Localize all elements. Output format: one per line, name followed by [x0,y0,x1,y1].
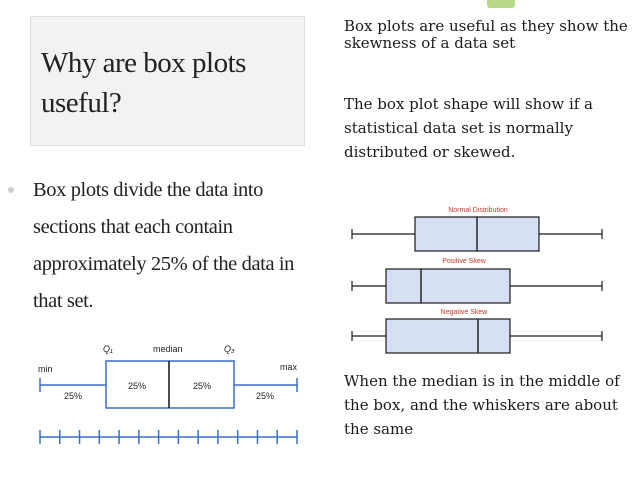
right-paragraph-1: Box plots are useful as they show the sk… [344,17,628,52]
max-label: max [280,362,298,372]
right-paragraph-2: The box plot shape will show if a statis… [344,95,594,161]
q1-label: Q₁ [103,344,113,354]
slide-title: Why are box plots useful? [41,47,246,119]
left-slide: Why are box plots useful? Box plots divi… [0,0,318,478]
slide-body-text: Box plots divide the data into sections … [33,179,295,312]
quartile-box [105,360,235,409]
median-label: median [153,344,183,354]
number-line [39,430,298,444]
skew-comparison-diagram: Normal Distribution Positive Skew Negati… [351,207,603,354]
quartile-label-4: 25% [256,391,274,401]
bullet-dot [8,187,14,193]
negative-box [385,318,511,354]
plot-label-positive: Positive Skew [442,258,487,265]
q3-label: Q₃ [224,344,235,354]
quartile-label-1: 25% [64,391,82,401]
plot-label-negative: Negative Skew [441,309,489,316]
min-label: min [38,364,53,374]
quartile-label-3: 25% [193,381,211,391]
title-card: Why are box plots useful? [30,16,305,146]
quartile-label-2: 25% [128,381,146,391]
plot-label-normal: Normal Distribution [448,207,508,214]
right-paragraph-3: When the median is in the middle of the … [344,372,620,438]
green-accent-mark [487,0,515,8]
positive-box [385,268,511,304]
quartile-diagram: Q₁ median Q₃ min max 25% 25% 25% 25% [38,344,298,444]
